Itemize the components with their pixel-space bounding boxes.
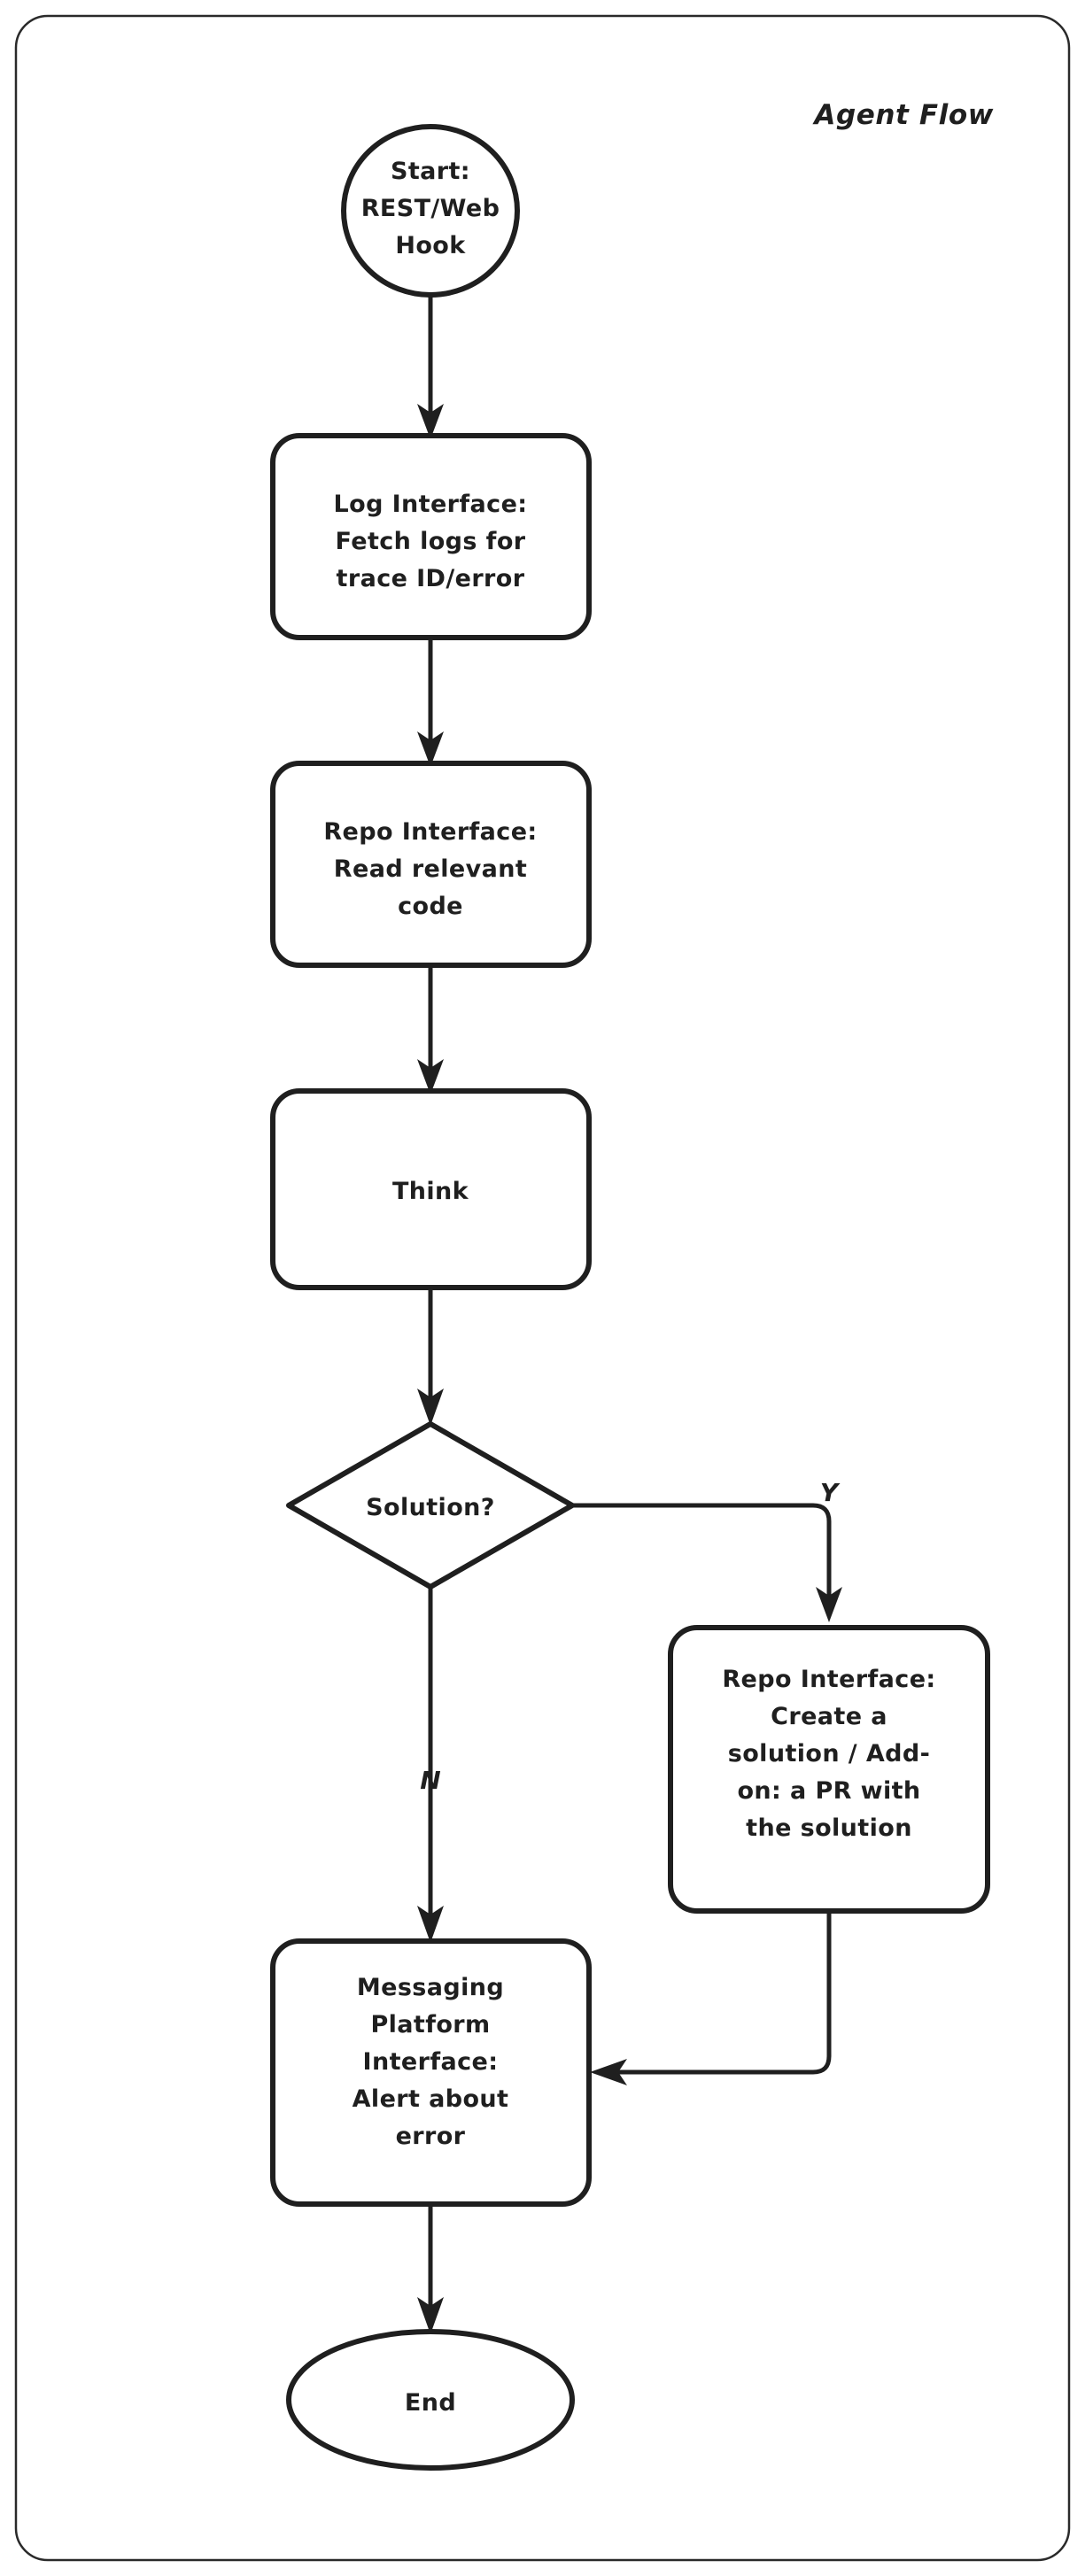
diagram-frame [14,14,1071,2562]
messaging-box[interactable] [270,1938,592,2207]
repo-read-label-line-3: code [398,893,463,920]
repo-read-label-line-1: Repo Interface: [323,818,537,846]
node-solution-decision[interactable]: Solution? [286,1421,575,1590]
diagram-title: Agent Flow [811,99,994,131]
node-start[interactable]: Start: REST/Web Hook [341,124,520,298]
edge-labels-layer: Y N [420,1478,841,1795]
edge-messaging-to-end [417,2201,444,2334]
edge-label-yes: Y [820,1478,841,1507]
think-box[interactable] [270,1088,592,1290]
node-repo-read[interactable]: Repo Interface: Read relevant code [270,761,592,968]
edge-log-to-repo-read [417,635,444,767]
end-ellipse[interactable] [286,2329,575,2471]
node-messaging[interactable]: Messaging Platform Interface: Alert abou… [270,1938,592,2207]
think-label: Think [392,1178,469,1205]
edge-solution-to-messaging [417,1584,444,1943]
node-repo-create[interactable]: Repo Interface: Create a solution / Add-… [668,1625,990,1914]
start-ellipse[interactable] [341,124,520,298]
edge-start-to-log [417,293,444,439]
repo-create-label-line-4: on: a PR with [737,1777,920,1805]
repo-create-label-line-2: Create a [771,1703,887,1730]
solution-diamond[interactable] [286,1421,575,1590]
edge-label-no: N [420,1766,440,1795]
start-label-line-3: Hook [395,232,466,259]
messaging-label-line-2: Platform [370,2011,490,2038]
repo-create-label-line-3: solution / Add- [728,1740,930,1768]
messaging-label-line-1: Messaging [357,1974,504,2001]
repo-read-box[interactable] [270,761,592,968]
repo-read-label-line-2: Read relevant [334,855,527,883]
start-label-line-2: REST/Web [361,195,500,222]
log-interface-label-line-3: trace ID/error [337,565,525,592]
repo-create-label-line-5: the solution [746,1814,912,1842]
edge-repo-read-to-think [417,963,444,1095]
node-think[interactable]: Think [270,1088,592,1290]
edge-think-to-solution [417,1285,444,1426]
start-label-line-1: Start: [391,158,470,185]
messaging-label-line-4: Alert about [353,2085,509,2113]
edge-solution-to-repo-create [571,1503,842,1622]
end-label: End [405,2389,456,2417]
repo-create-box[interactable] [668,1625,990,1914]
nodes-layer: Start: REST/Web Hook Log Interface: Fetc… [270,124,990,2471]
log-interface-label-line-1: Log Interface: [334,491,528,518]
messaging-label-line-5: error [396,2123,466,2150]
node-log-interface[interactable]: Log Interface: Fetch logs for trace ID/e… [270,433,592,640]
log-interface-label-line-2: Fetch logs for [335,528,525,555]
messaging-label-line-3: Interface: [363,2048,499,2076]
node-end[interactable]: End [286,2329,575,2471]
solution-label: Solution? [366,1494,495,1521]
log-interface-box[interactable] [270,433,592,640]
repo-create-label-line-1: Repo Interface: [722,1666,935,1693]
edge-repo-create-to-messaging [590,1908,832,2085]
edges-layer [417,293,842,2334]
